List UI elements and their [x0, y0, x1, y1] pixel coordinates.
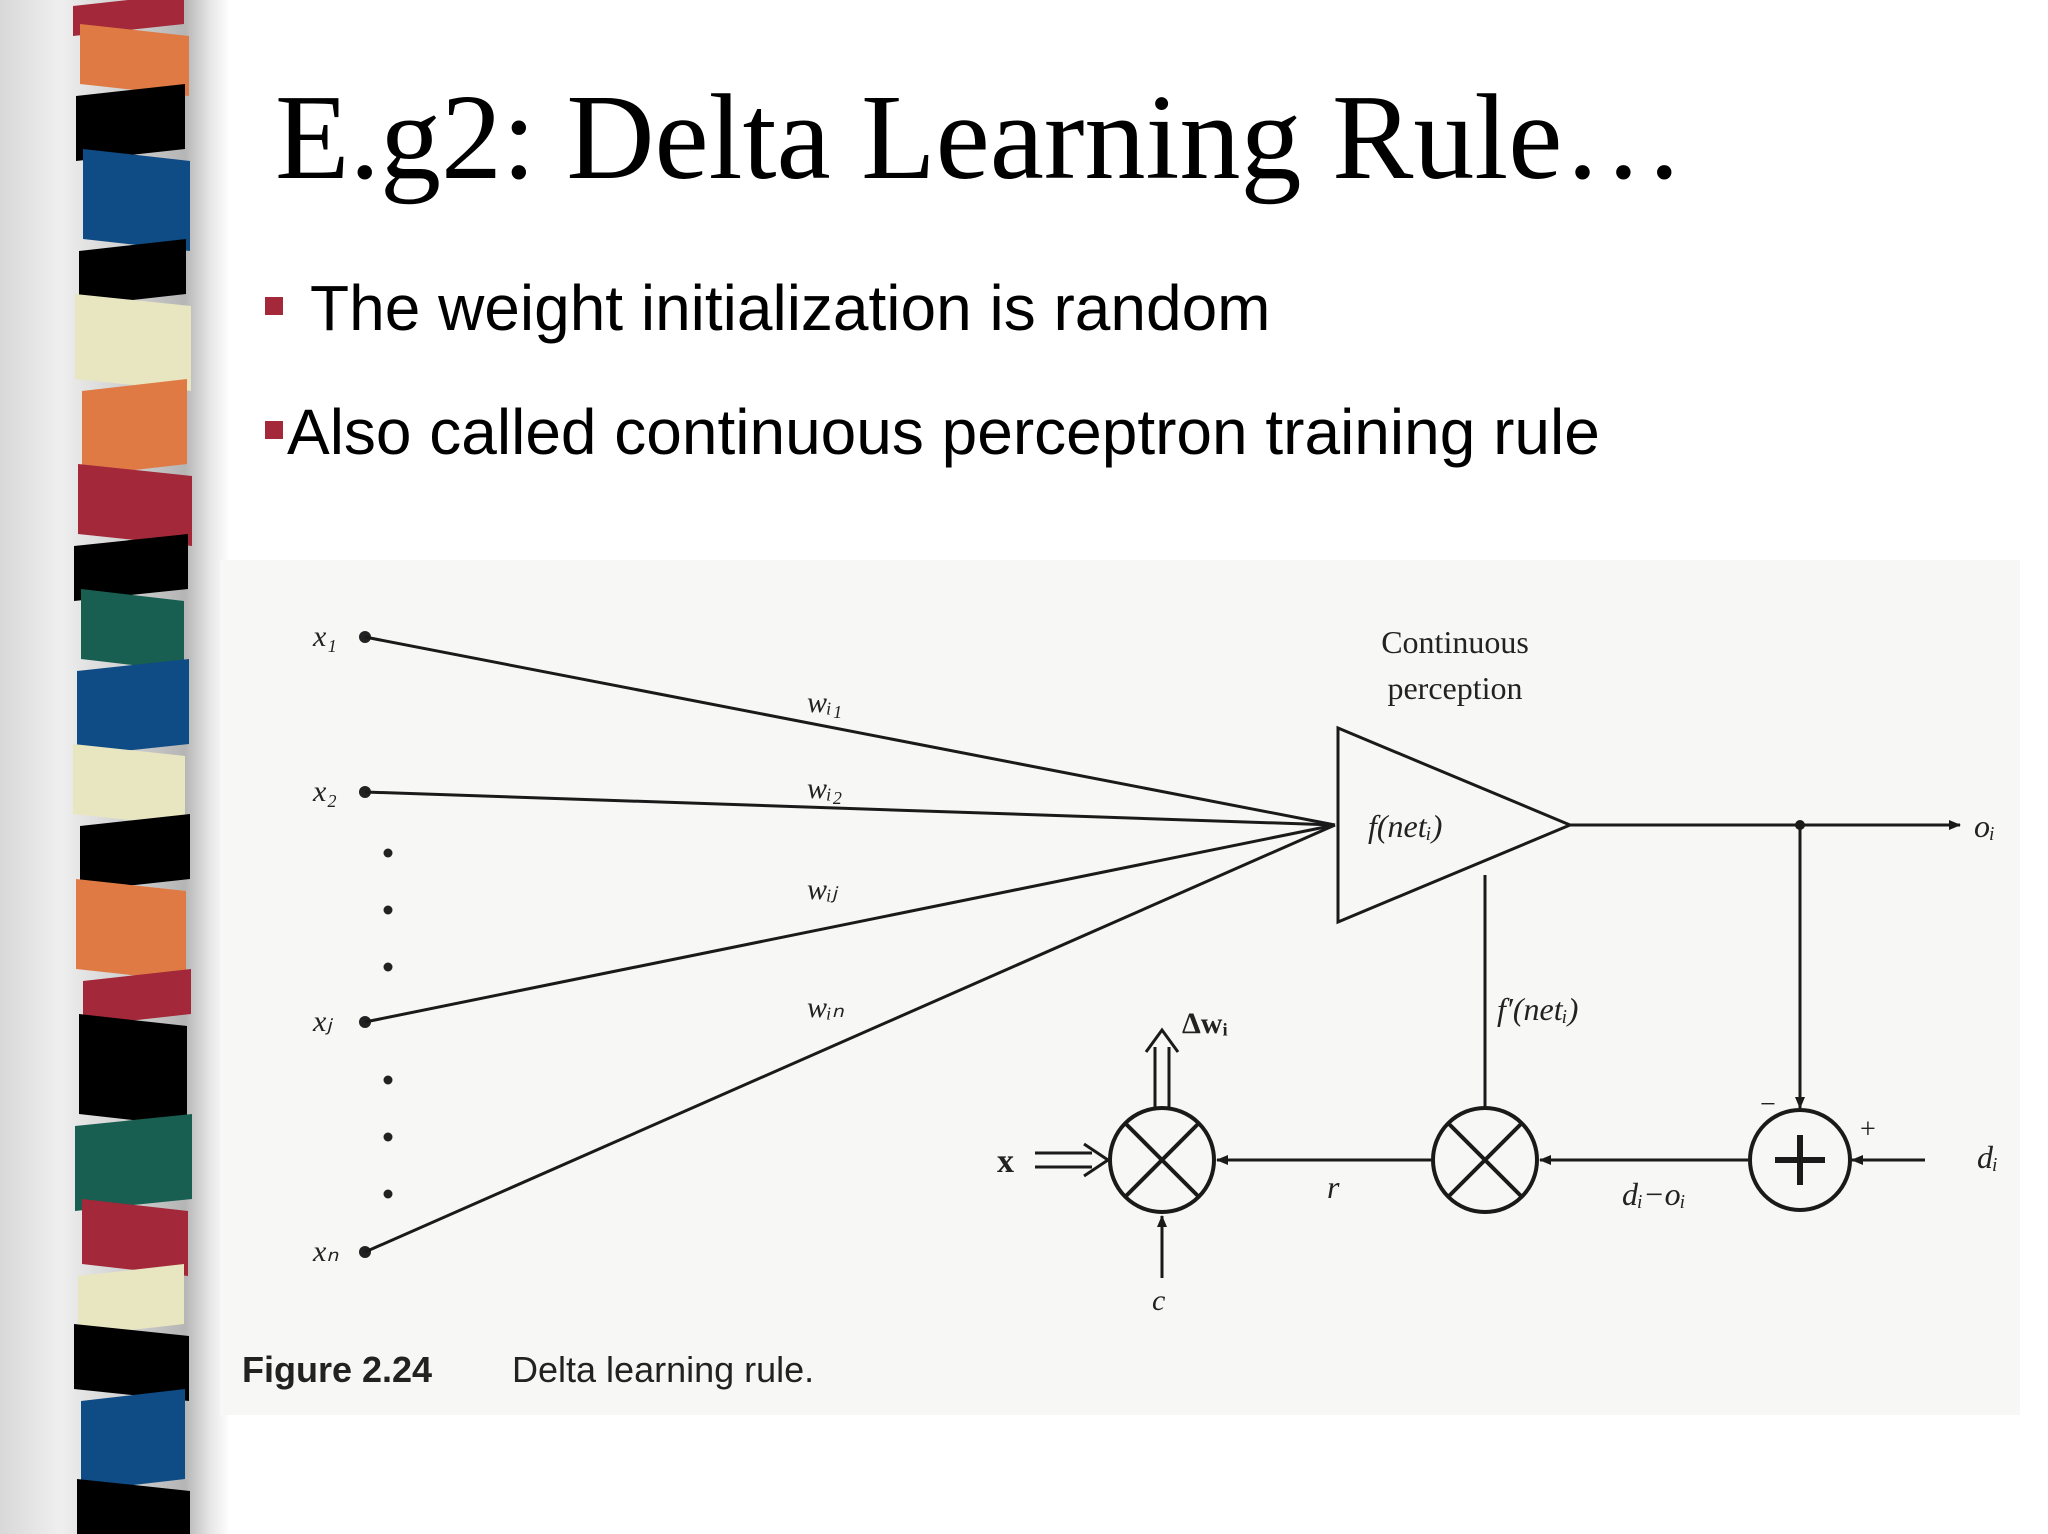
- stripe-band: [81, 1389, 185, 1491]
- x-vector-double-arrow: [1035, 1142, 1111, 1178]
- label-xn: xₙ: [312, 1235, 339, 1268]
- plus-symbol: [1775, 1135, 1825, 1185]
- stripe-band: [78, 464, 192, 546]
- multiply-symbol: [1446, 1121, 1524, 1199]
- figure-caption-number: Figure 2.24: [242, 1349, 432, 1390]
- stripe-band: [79, 1014, 187, 1126]
- stripe-band: [75, 1114, 192, 1211]
- stripe-band: [79, 239, 186, 306]
- ellipsis-dots: [383, 848, 393, 1199]
- decorative-side-stripe: [73, 0, 192, 1534]
- stripe-band: [77, 1479, 190, 1534]
- delta-w-double-arrow: [1144, 1027, 1180, 1107]
- label-win: wᵢₙ: [807, 991, 845, 1024]
- neuron-label-line2: perception: [1387, 670, 1522, 706]
- stripe-band: [82, 1199, 188, 1276]
- bullet-square-icon: [265, 421, 283, 439]
- multiply-symbol: [1123, 1121, 1201, 1199]
- stripe-band: [80, 814, 190, 891]
- x-vector-label: x: [997, 1143, 1014, 1180]
- continuous-perceptron-triangle: [1336, 725, 1574, 925]
- delta-w-label: Δwᵢ: [1182, 1007, 1228, 1040]
- stripe-band: [80, 24, 189, 96]
- minus-sign: −: [1760, 1089, 1776, 1120]
- stripe-band: [83, 969, 191, 1026]
- stripe-band: [77, 659, 189, 756]
- stripe-band: [76, 84, 185, 161]
- figure-background: [220, 560, 2020, 1415]
- desired-label: dᵢ: [1977, 1139, 1998, 1175]
- error-label: dᵢ−oᵢ: [1622, 1176, 1686, 1212]
- stripe-band: [75, 294, 191, 391]
- stripe-band: [76, 879, 186, 981]
- figure-caption-text: Delta learning rule.: [512, 1349, 814, 1390]
- stripe-band: [81, 589, 184, 671]
- stripe-band: [74, 534, 188, 601]
- stripe-bands: [73, 0, 192, 1534]
- label-x1: x₁: [312, 620, 337, 653]
- stripe-band: [74, 1324, 189, 1401]
- stripe-band: [83, 149, 190, 251]
- stripe-band: [78, 1264, 184, 1336]
- bullet-text: The weight initialization is random: [310, 272, 1271, 344]
- stripe-band: [73, 744, 185, 826]
- neuron-label-line1: Continuous: [1381, 624, 1529, 660]
- stripe-band: [82, 379, 187, 476]
- weighted-connections: [364, 635, 1336, 1254]
- output-label: oᵢ: [1974, 808, 1995, 844]
- bullet-square-icon: [265, 297, 283, 315]
- plus-sign: +: [1860, 1114, 1876, 1145]
- delta-rule-figure: x₁ x₂ xⱼ xₙ wᵢ₁ wᵢ₂ wᵢⱼ wᵢₙ Continuous p…: [220, 560, 2020, 1415]
- slide-title: E.g2: Delta Learning Rule…: [275, 70, 1685, 205]
- activation-label: f(netᵢ): [1368, 808, 1442, 844]
- bullet-text: Also called continuous perceptron traini…: [287, 396, 1600, 468]
- label-xj: xⱼ: [312, 1005, 333, 1038]
- label-wi1: wᵢ₁: [807, 686, 842, 719]
- derivative-label: f′(netᵢ): [1497, 991, 1578, 1027]
- r-label: r: [1327, 1169, 1340, 1205]
- label-wij: wᵢⱼ: [807, 873, 839, 906]
- label-wi2: wᵢ₂: [807, 772, 842, 805]
- label-x2: x₂: [312, 775, 337, 808]
- c-label: c: [1152, 1284, 1165, 1317]
